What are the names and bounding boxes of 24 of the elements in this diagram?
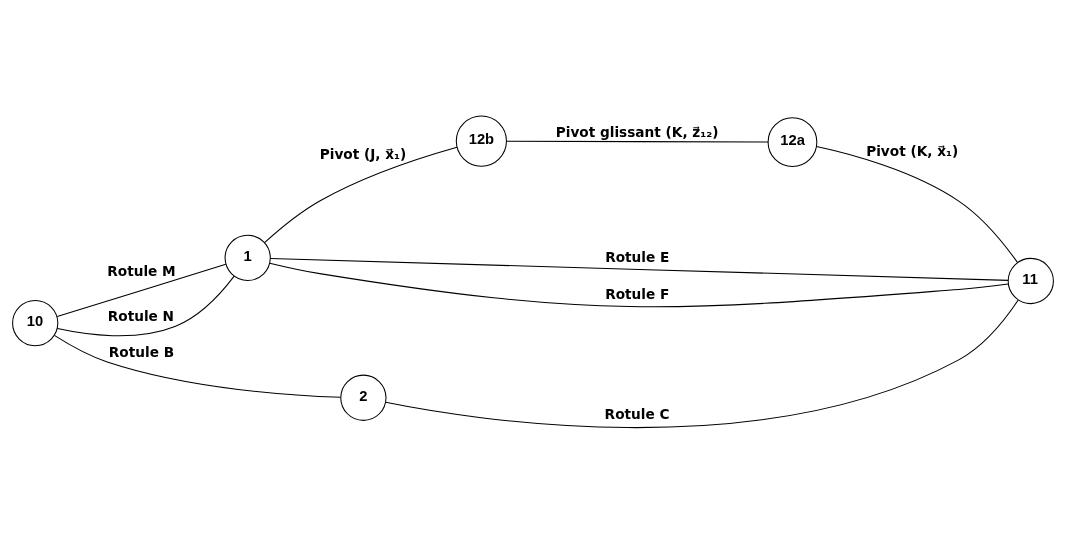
node-circle: 12a	[767, 116, 818, 167]
edge-label: Rotule N	[107, 307, 175, 324]
connector	[385, 299, 1019, 428]
edge-label: Pivot (K, x⃗₁)	[866, 142, 959, 159]
node-circle: 2	[340, 374, 387, 421]
connector	[53, 334, 342, 398]
node-circle: 1	[224, 234, 271, 281]
node-circle: 12b	[455, 115, 507, 167]
connector	[269, 262, 1009, 307]
edge-label: Rotule E	[605, 248, 670, 265]
edge-label: Rotule C	[604, 405, 670, 422]
connector	[56, 263, 227, 317]
node-circle: 11	[1007, 257, 1054, 304]
edge-label: Pivot (J, x⃗₁)	[319, 145, 407, 162]
connector	[816, 145, 1018, 263]
node-circle: 10	[12, 299, 59, 346]
connector	[56, 275, 235, 336]
edge-label: Rotule M	[107, 262, 176, 279]
connector	[506, 140, 769, 143]
edge-label: Pivot glissant (K, z⃗₁₂)	[555, 123, 719, 140]
edge-label: Rotule F	[605, 285, 670, 302]
connector	[269, 257, 1009, 281]
edge-label: Rotule B	[108, 343, 175, 360]
connector	[264, 146, 458, 243]
